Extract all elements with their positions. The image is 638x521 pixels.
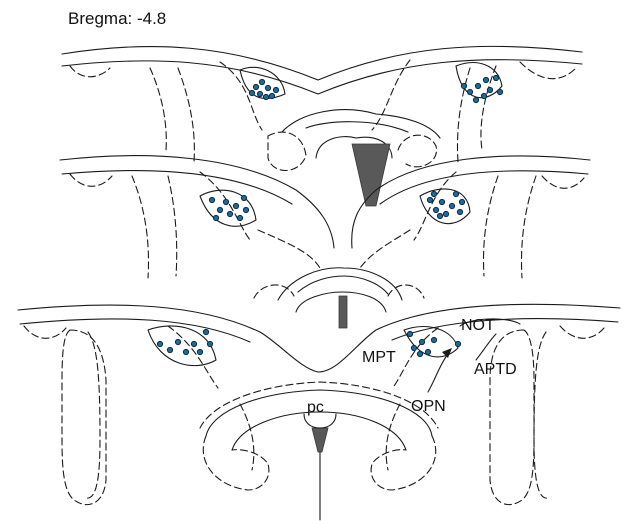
injection-site-dot [157,341,162,346]
injection-site-dot [213,215,218,220]
injection-site-dot [453,191,458,196]
injection-site-dot [497,89,502,94]
injection-site-dot [191,341,196,346]
section-2 [60,156,590,328]
section-1-lateral-dashes [150,66,496,162]
section-1-dorsal-outline [62,46,582,80]
injection-site-dot [457,209,462,214]
section-2-commissure-mid [298,276,388,294]
injection-site-dot [449,203,454,208]
section-1 [62,46,582,206]
injection-site-dot [253,84,258,89]
section-2-dorsal-dashes [70,172,584,240]
section-2-left-inner [62,170,292,204]
section-2-lateral-dashes [132,176,536,278]
section-1-ventral-dashes [268,132,437,170]
injection-site-dot [227,211,232,216]
injection-site-dot [265,85,270,90]
injection-site-dot [459,199,464,204]
injection-site-dot [417,351,422,356]
section-1-ventricle [352,144,390,206]
section-2-ventricle [339,296,347,328]
label-opn: OPN [411,398,446,415]
section-3-left-inner-column [86,332,100,498]
section-2-right-outline [352,156,590,248]
injection-site-dot [443,211,448,216]
label-pc: pc [307,399,324,416]
injection-site-dot [183,349,188,354]
section-2-inner-dashes [258,230,410,268]
injection-site-dot [407,331,412,336]
injection-site-dot [431,337,436,342]
opn-arrow-line [428,354,448,392]
label-aptd: APTD [474,361,517,378]
injection-site-dot [273,87,278,92]
injection-site-dot [259,79,264,84]
injection-site-dot [237,215,242,220]
injection-site-dot [455,341,460,346]
injection-site-dot [473,97,478,102]
injection-site-dot [269,93,274,98]
section-3-ventricle [312,428,328,452]
injection-site-dot [209,197,214,202]
section-3-left-outer-column [62,330,106,505]
injection-site-dot [461,83,466,88]
injection-site-dot [433,207,438,212]
injection-site-dot [203,329,208,334]
bregma-title: Bregma: -4.8 [68,9,166,28]
injection-site-dot [223,199,228,204]
section-3-dorsal-dashes [24,326,604,388]
injection-site-dot [427,197,432,202]
label-not: NOT [461,317,495,334]
injection-site-dot [167,347,172,352]
injection-site-dot [437,213,442,218]
section-1-inner-outline [62,60,582,94]
injection-site-dot [249,90,254,95]
section-3-inner-outline [20,319,618,342]
injection-site-dot [419,339,424,344]
section-1-commissure-top [282,110,440,138]
injection-site-dot [243,207,248,212]
injection-site-dot [175,339,180,344]
section-3-right-outer-column [490,330,534,505]
pc-left-lobe [203,436,269,490]
injection-site-dot [411,345,416,350]
injection-site-dot [439,199,444,204]
section-2-right-inner [380,171,588,204]
section-2-right-nucleus [420,189,470,224]
injection-site-dot [217,207,222,212]
section-2-commissure-top [278,268,402,300]
section-1-commissure-mid [306,122,408,132]
pc-commissure-bulb [304,414,336,428]
injection-site-dot [481,93,486,98]
injection-site-dot [263,94,268,99]
injection-site-dot [241,195,246,200]
injection-site-dot [425,349,430,354]
injection-site-dot [493,75,498,80]
injection-site-dot [431,191,436,196]
injection-site-dot [207,341,212,346]
injection-site-dot [467,89,472,94]
injection-site-dot [475,83,480,88]
injection-site-dot [197,349,202,354]
label-mpt: MPT [362,349,396,366]
injection-site-dot [487,87,492,92]
injection-site-dot [233,203,238,208]
injection-site-dot [483,77,488,82]
injection-site-dot [257,91,262,96]
section-3-right-inner-column [534,332,548,498]
